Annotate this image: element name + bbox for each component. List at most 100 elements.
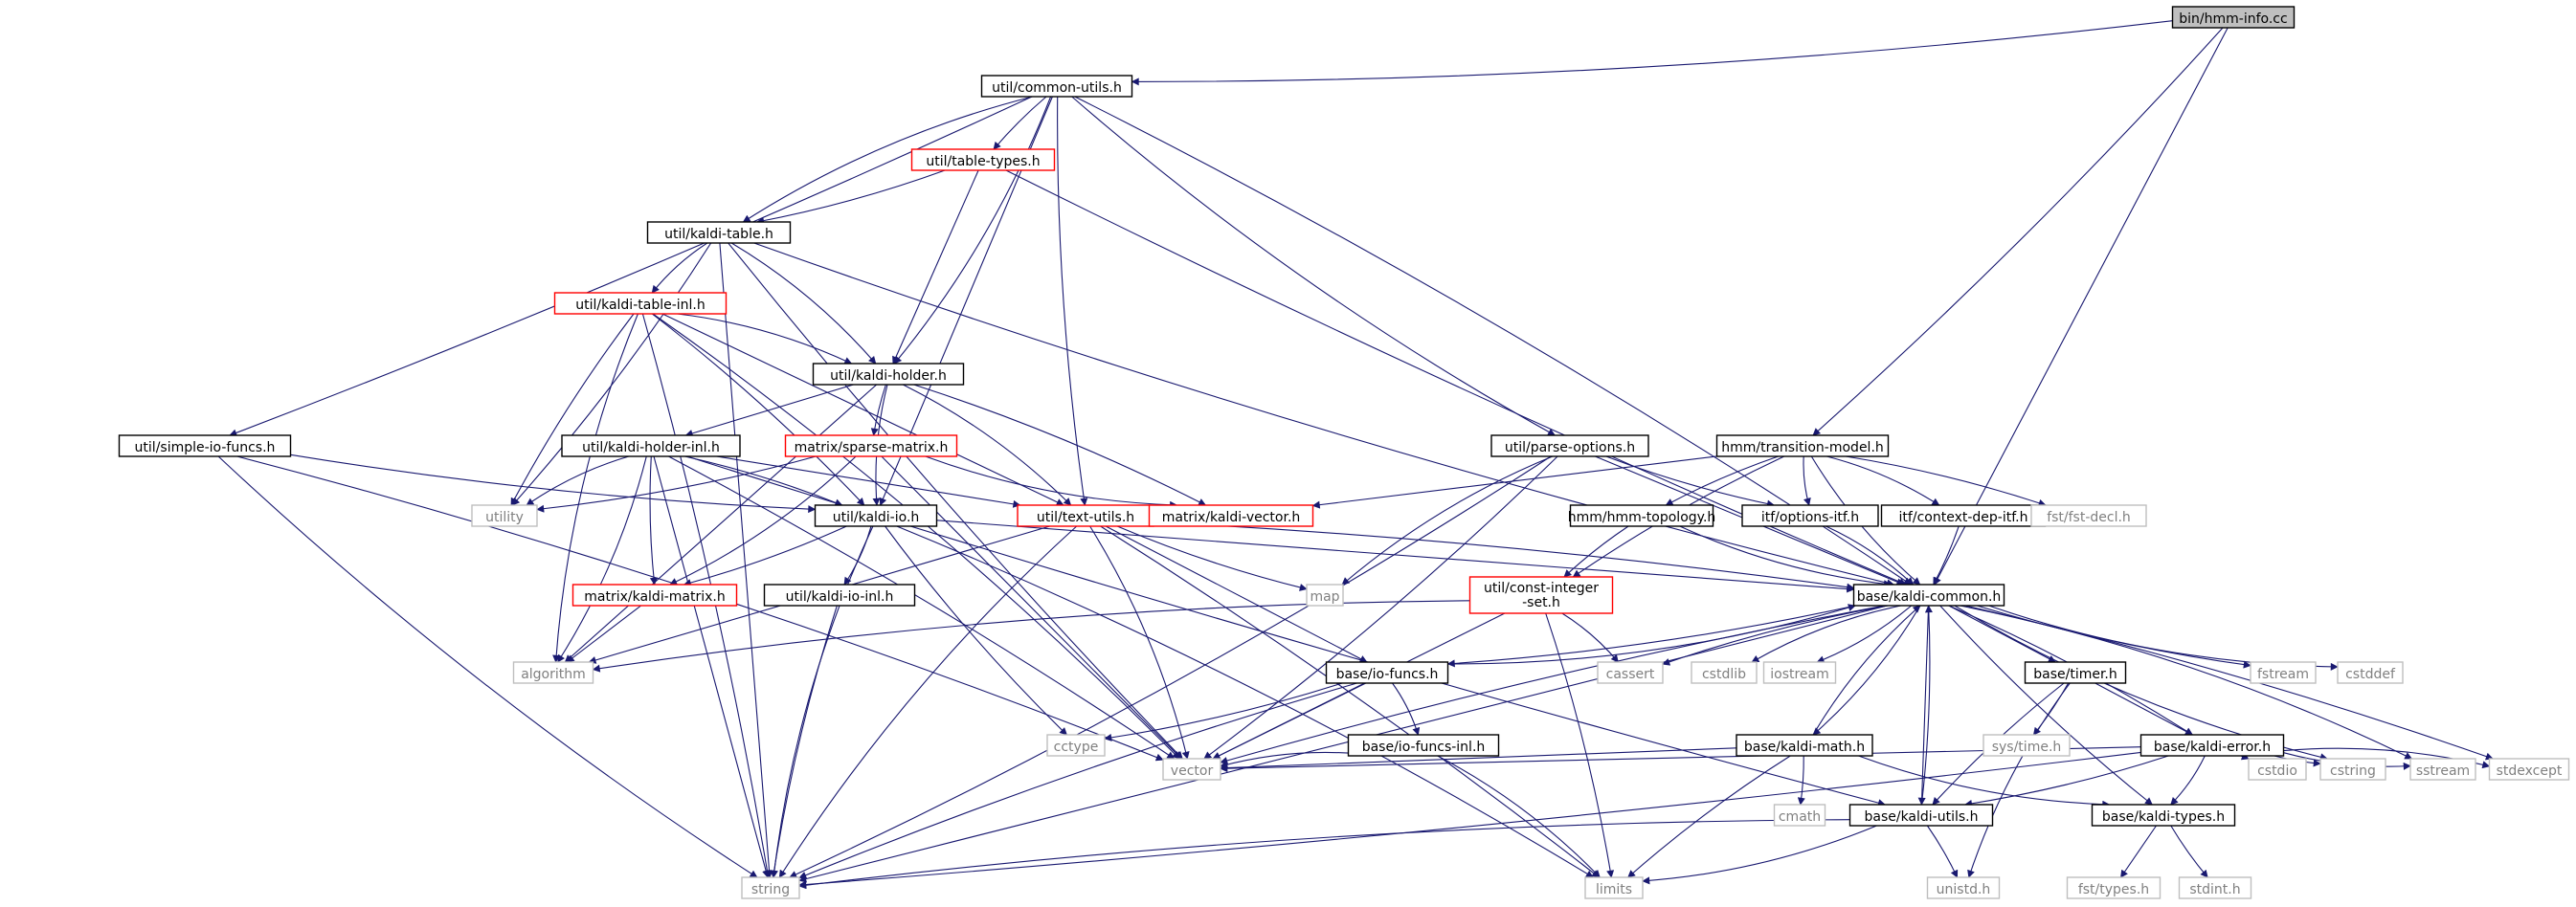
edge-kaldi-common-to-string (798, 605, 1888, 883)
edge-hmm-topology-to-kaldi-common (1679, 525, 1892, 588)
edge-const-integer-set-to-algorithm (592, 600, 1470, 673)
edge-const-integer-set-to-limits (1545, 612, 1615, 878)
node-label: base/kaldi-error.h (2154, 740, 2271, 755)
edge-text-utils-to-vector (1089, 525, 1190, 760)
node-kaldi-error[interactable]: base/kaldi-error.h (2139, 734, 2285, 757)
node-box (1762, 661, 1837, 684)
node-simple-io[interactable]: util/simple-io-funcs.h (118, 434, 292, 457)
node-box (1926, 876, 2001, 899)
node-cstring: cstring (2319, 758, 2386, 781)
node-label: base/kaldi-utils.h (1864, 809, 1978, 825)
node-common-utils[interactable]: util/common-utils.h (980, 75, 1133, 98)
node-parse-options[interactable]: util/parse-options.h (1490, 434, 1649, 457)
node-kaldi-vector[interactable]: matrix/kaldi-vector.h (1148, 504, 1314, 527)
edge-transition-model-to-hmm-topology (1665, 455, 1779, 506)
node-label: string (751, 882, 790, 897)
edge-sparse-matrix-to-kaldi-vector (925, 455, 1178, 509)
node-box (1773, 804, 1826, 827)
edge-kaldi-error-to-kaldi-types (2170, 755, 2206, 806)
edge-table-types-to-kaldi-common (1005, 169, 1907, 586)
edge-text-utils-to-map (1116, 525, 1308, 591)
node-kaldi-table-inl[interactable]: util/kaldi-table-inl.h (553, 292, 728, 315)
edge-timer-to-unistd (1967, 682, 2071, 878)
node-box (646, 221, 792, 244)
edge-kaldi-io-to-limits (896, 525, 1594, 878)
node-label: base/timer.h (2033, 667, 2117, 682)
node-label: fstream (2257, 667, 2309, 682)
edge-timer-to-kaldi-error (2094, 682, 2194, 736)
node-transition-model[interactable]: hmm/transition-model.h (1715, 434, 1890, 457)
edge-kaldi-table-inl-to-kaldi-holder (677, 313, 853, 365)
node-box (2066, 876, 2162, 899)
edge-simple-io-to-kaldi-io (290, 454, 817, 514)
edge-kaldi-math-to-limits (1627, 755, 1791, 878)
node-box (1148, 504, 1314, 527)
node-label: base/io-funcs.h (1336, 667, 1439, 682)
node-label: -set.h (1522, 595, 1560, 610)
node-fst-decl: fst/fst-decl.h (2030, 504, 2147, 527)
node-box (1982, 734, 2071, 757)
edge-kaldi-types-to-stdint (2170, 825, 2208, 878)
node-kaldi-common[interactable]: base/kaldi-common.h (1852, 584, 2005, 607)
node-kaldi-utils[interactable]: base/kaldi-utils.h (1848, 804, 1994, 827)
node-kaldi-table[interactable]: util/kaldi-table.h (646, 221, 792, 244)
edge-kaldi-io-to-kaldi-matrix (683, 525, 847, 586)
node-box (1468, 576, 1614, 614)
node-box (1736, 734, 1873, 757)
edge-kaldi-table-inl-to-algorithm (552, 313, 638, 663)
node-label: bin/hmm-info.cc (2179, 11, 2287, 27)
node-io-funcs[interactable]: base/io-funcs.h (1325, 661, 1449, 684)
edge-kaldi-table-to-utility (511, 242, 712, 506)
node-label: hmm/hmm-topology.h (1568, 510, 1716, 525)
node-box (2030, 504, 2147, 527)
edge-io-funcs-to-vector (1212, 682, 1367, 760)
node-box (980, 75, 1133, 98)
node-label: util/kaldi-holder.h (830, 368, 947, 384)
node-kaldi-matrix[interactable]: matrix/kaldi-matrix.h (571, 584, 738, 607)
edge-kaldi-common-to-kaldi-utils (1917, 605, 1930, 806)
edge-io-funcs-to-kaldi-common (1447, 604, 1856, 665)
node-sparse-matrix[interactable]: matrix/sparse-matrix.h (784, 434, 958, 457)
node-text-utils[interactable]: util/text-utils.h (1017, 504, 1154, 527)
node-hmm-topology[interactable]: hmm/hmm-topology.h (1568, 504, 1716, 527)
edge-parse-options-to-string (789, 455, 1552, 878)
edge-kaldi-holder-to-algorithm (564, 384, 878, 663)
node-label: stdexcept (2497, 763, 2563, 779)
node-label: util/const-integer (1484, 581, 1599, 596)
node-hmm-info[interactable]: bin/hmm-info.cc (2171, 6, 2296, 29)
node-options-itf[interactable]: itf/options-itf.h (1741, 504, 1879, 527)
node-kaldi-io-inl[interactable]: util/kaldi-io-inl.h (763, 584, 916, 607)
node-context-dep-itf[interactable]: itf/context-dep-itf.h (1880, 504, 2047, 527)
edge-options-itf-to-kaldi-common (1826, 525, 1915, 586)
node-box (1715, 434, 1890, 457)
node-timer[interactable]: base/timer.h (2024, 661, 2127, 684)
node-io-funcs-inl[interactable]: base/io-funcs-inl.h (1347, 734, 1500, 757)
edge-hmm-info-to-kaldi-common (1934, 27, 2229, 586)
node-const-integer-set[interactable]: util/const-integer-set.h (1468, 576, 1614, 614)
node-box (812, 363, 965, 386)
node-label: utility (485, 510, 524, 525)
node-fst-types: fst/types.h (2066, 876, 2162, 899)
node-box (2488, 758, 2570, 781)
node-box (2409, 758, 2476, 781)
node-box (814, 504, 938, 527)
node-box (2171, 6, 2296, 29)
node-kaldi-holder-inl[interactable]: util/kaldi-holder-inl.h (561, 434, 741, 457)
node-kaldi-types[interactable]: base/kaldi-types.h (2091, 804, 2236, 827)
node-kaldi-holder[interactable]: util/kaldi-holder.h (812, 363, 965, 386)
node-box (1691, 661, 1758, 684)
node-box (1306, 584, 1344, 607)
node-kaldi-math[interactable]: base/kaldi-math.h (1736, 734, 1873, 757)
edge-common-utils-to-table-types (993, 96, 1047, 150)
edge-kaldi-holder-to-text-utils (903, 384, 1072, 506)
node-label: util/kaldi-io.h (833, 510, 920, 525)
edge-kaldi-matrix-to-algorithm (566, 605, 641, 663)
node-label: base/kaldi-types.h (2102, 809, 2225, 825)
node-box (2024, 661, 2127, 684)
node-box (2091, 804, 2236, 827)
node-algorithm: algorithm (512, 661, 594, 684)
edge-kaldi-math-to-vector (1220, 747, 1737, 772)
node-kaldi-io[interactable]: util/kaldi-io.h (814, 504, 938, 527)
node-map: map (1306, 584, 1344, 607)
node-table-types[interactable]: util/table-types.h (910, 148, 1056, 171)
